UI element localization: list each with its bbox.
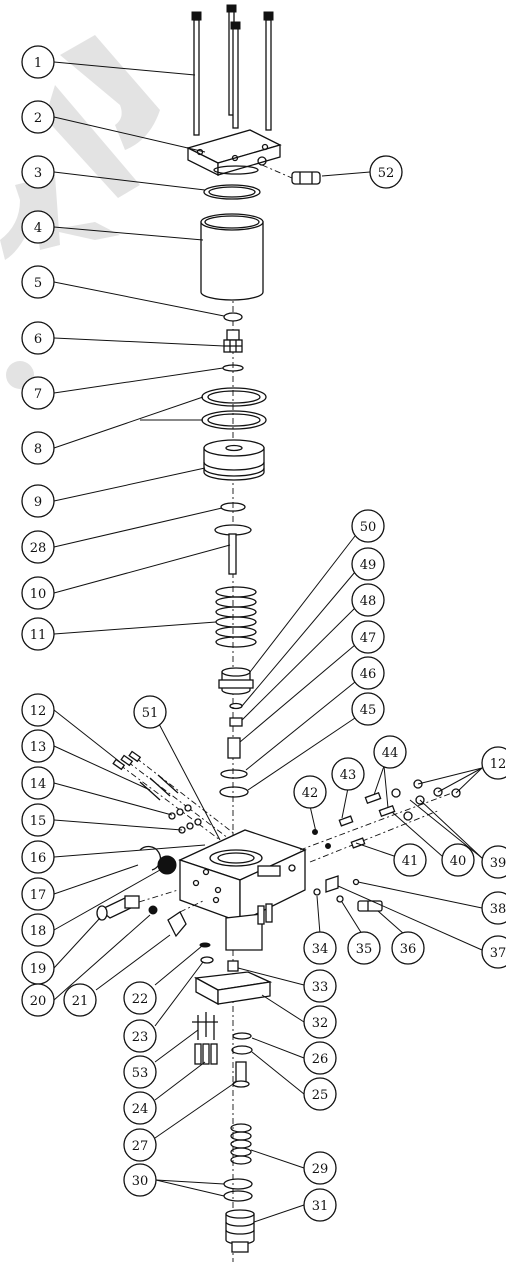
callout-37: 37 bbox=[490, 946, 506, 961]
callout-13: 13 bbox=[30, 740, 47, 755]
callout-44: 44 bbox=[382, 746, 399, 761]
part-2-top-cap bbox=[186, 129, 282, 177]
callout-32: 32 bbox=[312, 1016, 329, 1031]
callout-28: 28 bbox=[30, 541, 47, 556]
callout-33: 33 bbox=[312, 980, 329, 995]
part-1-bolts bbox=[191, 4, 274, 136]
part-30-o-ring-b bbox=[223, 1190, 253, 1202]
callout-29: 29 bbox=[312, 1162, 329, 1177]
part-18-plug bbox=[157, 855, 177, 875]
callout-23: 23 bbox=[132, 1030, 149, 1045]
part-21-fitting bbox=[167, 899, 206, 938]
part-8-seal-rings bbox=[201, 387, 267, 430]
callout-1: 1 bbox=[34, 56, 42, 71]
part-36-fitting bbox=[357, 900, 383, 912]
part-29-spring bbox=[230, 1123, 252, 1165]
part-45-o-ring bbox=[219, 786, 249, 798]
part-9-piston bbox=[203, 439, 265, 481]
callout-12-right: 12 bbox=[490, 757, 506, 772]
part-30-o-ring-a bbox=[223, 1178, 253, 1190]
part-22-washer bbox=[199, 942, 211, 948]
part-23-washer bbox=[200, 956, 214, 964]
part-31-bottom-cap bbox=[225, 1209, 255, 1253]
callout-8: 8 bbox=[34, 442, 42, 457]
callouts: 1 2 3 4 5 6 7 8 9 28 10 11 bbox=[21, 45, 506, 1223]
part-19-elbow-fitting bbox=[96, 889, 179, 921]
part-33-block bbox=[227, 960, 239, 972]
part-28-washer bbox=[220, 502, 246, 512]
part-48-nut bbox=[229, 717, 243, 727]
callout-9: 9 bbox=[34, 495, 42, 510]
callout-24: 24 bbox=[132, 1102, 149, 1117]
part-25-washer bbox=[231, 1045, 253, 1055]
callout-17: 17 bbox=[30, 888, 47, 903]
part-49-washer bbox=[229, 702, 243, 710]
callout-21: 21 bbox=[72, 994, 89, 1009]
callout-3: 3 bbox=[34, 166, 42, 181]
part-52-fitting bbox=[261, 164, 321, 185]
part-53-pins bbox=[192, 1012, 218, 1040]
callout-52: 52 bbox=[378, 166, 395, 181]
callout-5: 5 bbox=[34, 276, 42, 291]
part-46-o-ring bbox=[220, 769, 248, 779]
part-37-bracket bbox=[325, 875, 339, 893]
part-38-screw bbox=[352, 878, 360, 886]
callout-50: 50 bbox=[360, 520, 377, 535]
part-47-sleeve bbox=[227, 737, 241, 759]
part-26-washer bbox=[232, 1032, 252, 1040]
callout-36: 36 bbox=[400, 942, 417, 957]
callout-51: 51 bbox=[142, 706, 159, 721]
callout-48: 48 bbox=[360, 594, 377, 609]
part-5-washer bbox=[223, 312, 243, 322]
callout-38: 38 bbox=[490, 902, 506, 917]
part-35-washer bbox=[336, 895, 344, 903]
part-24-pins bbox=[194, 1043, 218, 1065]
callout-42: 42 bbox=[302, 786, 319, 801]
main-valve-body bbox=[178, 829, 307, 951]
callout-34: 34 bbox=[312, 942, 329, 957]
part-20-plug bbox=[148, 905, 158, 915]
callout-2: 2 bbox=[34, 111, 42, 126]
part-27-plunger bbox=[232, 1061, 250, 1088]
part-32-bar bbox=[193, 971, 273, 1006]
callout-20: 20 bbox=[30, 994, 47, 1009]
callout-16: 16 bbox=[30, 851, 47, 866]
callout-19: 19 bbox=[30, 962, 47, 977]
part-17-clip bbox=[139, 845, 162, 871]
callout-31: 31 bbox=[312, 1199, 329, 1214]
callout-27: 27 bbox=[132, 1139, 149, 1154]
callout-18: 18 bbox=[30, 924, 47, 939]
callout-30: 30 bbox=[132, 1174, 149, 1189]
callout-11: 11 bbox=[30, 628, 47, 643]
callout-46: 46 bbox=[360, 667, 377, 682]
callout-15: 15 bbox=[30, 814, 47, 829]
callout-6: 6 bbox=[34, 332, 42, 347]
callout-47: 47 bbox=[360, 631, 377, 646]
part-12-15-left-screws bbox=[112, 750, 237, 841]
part-34-washer bbox=[313, 888, 321, 896]
callout-53: 53 bbox=[132, 1066, 149, 1081]
callout-49: 49 bbox=[360, 558, 377, 573]
callout-39: 39 bbox=[490, 856, 506, 871]
callout-7: 7 bbox=[34, 387, 42, 402]
callout-26: 26 bbox=[312, 1052, 329, 1067]
callout-25: 25 bbox=[312, 1088, 329, 1103]
callout-43: 43 bbox=[340, 768, 357, 783]
part-6-nut bbox=[223, 329, 243, 353]
callout-14: 14 bbox=[30, 777, 47, 792]
callout-12: 12 bbox=[30, 704, 47, 719]
part-3-o-ring bbox=[203, 184, 261, 200]
callout-41: 41 bbox=[402, 854, 419, 869]
callout-35: 35 bbox=[356, 942, 373, 957]
callout-22: 22 bbox=[132, 992, 149, 1007]
part-10-valve-stem bbox=[214, 524, 252, 575]
callout-10: 10 bbox=[30, 587, 47, 602]
callout-45: 45 bbox=[360, 703, 377, 718]
callout-40: 40 bbox=[450, 854, 467, 869]
part-50-bushing bbox=[218, 667, 254, 695]
callout-4: 4 bbox=[34, 221, 42, 236]
part-11-spring bbox=[215, 586, 257, 648]
part-4-cylinder bbox=[200, 213, 264, 301]
